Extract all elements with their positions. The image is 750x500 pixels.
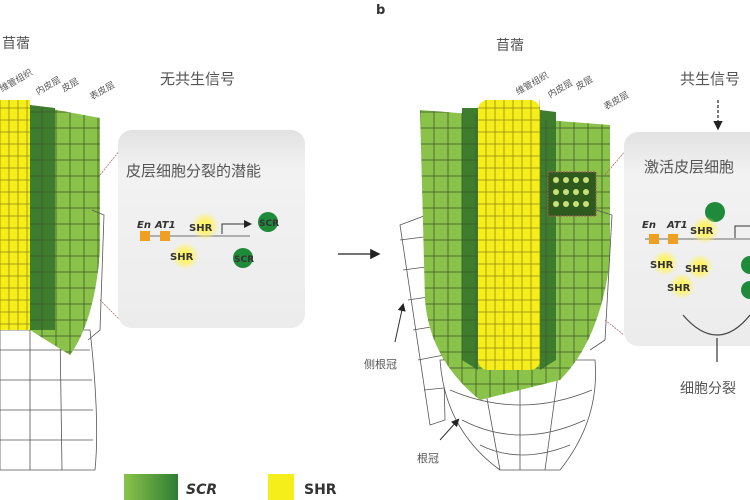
right-title: 苜蓿 <box>496 37 524 54</box>
right-label-cortex: 皮层 <box>574 73 596 92</box>
left-gene-diagram: En AT1 SHR SHR SCR SCR <box>137 212 279 270</box>
root-cap-label: 根冠 <box>417 451 439 465</box>
left-label-vascular: 维管组织 <box>0 66 35 94</box>
promoter-box <box>140 231 150 241</box>
left-title: 苜蓿 <box>2 35 30 52</box>
right-label-epidermis: 表皮层 <box>602 89 631 113</box>
right-box-title: 激活皮层细胞 <box>644 158 734 176</box>
left-label-endodermis: 内皮层 <box>34 74 63 98</box>
shr-free: SHR <box>170 252 194 263</box>
svg-text:SCR: SCR <box>234 255 254 265</box>
brace-icon <box>682 314 750 336</box>
left-root-cap <box>0 329 98 471</box>
transcription-arrow-icon <box>221 220 252 234</box>
legend-label-scr: SCR <box>186 482 217 498</box>
en-label: En <box>642 220 656 231</box>
legend: SCR SHR <box>124 474 337 500</box>
right-root <box>399 100 613 471</box>
en-label: En <box>137 220 151 231</box>
at1-label: AT1 <box>154 220 176 231</box>
promoter-box <box>160 231 170 241</box>
left-label-epidermis: 表皮层 <box>88 79 117 103</box>
promoter-box <box>649 234 659 244</box>
lateral-root-cap-label: 侧根冠 <box>364 357 397 371</box>
right-condition: 共生信号 <box>680 70 740 88</box>
scr-protein <box>233 248 253 268</box>
shr-free: SHR <box>667 283 691 294</box>
shr-free: SHR <box>685 264 709 275</box>
svg-text:SCR: SCR <box>259 219 279 229</box>
panel-label: b <box>376 3 385 18</box>
right-result: 细胞分裂 <box>680 381 736 397</box>
left-root <box>0 100 105 471</box>
shr-bound: SHR <box>690 226 714 237</box>
left-condition: 无共生信号 <box>160 70 235 88</box>
at1-label: AT1 <box>666 220 688 231</box>
legend-swatch-scr <box>124 474 178 500</box>
shr-free: SHR <box>650 260 674 271</box>
scr-protein <box>258 212 278 232</box>
right-gene-diagram: En AT1 SHR SHR SHR SHR <box>642 202 750 362</box>
legend-swatch-shr <box>268 474 294 500</box>
shr-bound: SHR <box>189 223 213 234</box>
left-box-title: 皮层细胞分裂的潜能 <box>126 162 261 180</box>
legend-label-shr: SHR <box>304 482 337 498</box>
right-label-endodermis: 内皮层 <box>546 77 575 101</box>
promoter-box <box>668 234 678 244</box>
left-label-cortex: 皮层 <box>60 75 82 94</box>
right-label-vascular: 维管组织 <box>514 69 551 97</box>
